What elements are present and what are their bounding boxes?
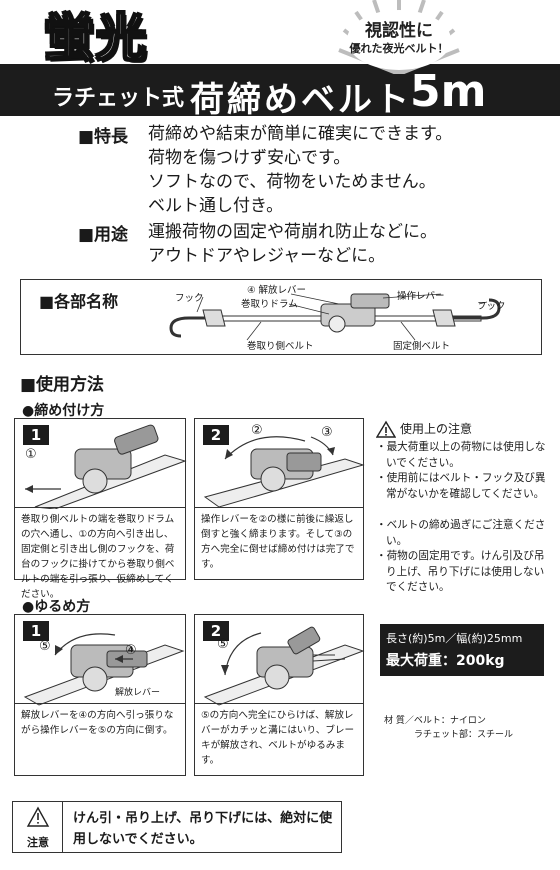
spec-max-load: 最大荷重：200kg [386, 653, 505, 669]
tighten-step-2-illustration [203, 436, 365, 508]
warning-triangle-icon [26, 806, 50, 827]
tighten-step-2: 2 ② ③ 操作レバーを②の様に前後に繰返し倒すと強く締まります。そして③の方へ… [194, 418, 365, 580]
usage-title: ■使用方法 [20, 375, 105, 395]
feature-line: 荷物を傷つけず安心です。 [148, 148, 351, 168]
title-length: 5m [410, 66, 487, 117]
header-band [0, 64, 560, 116]
label-release-lever: ④ 解放レバー [247, 285, 307, 296]
header: 蛍光 視認性に 優れた夜光ベルト！ ラチェット式 荷締めベルト 5m [0, 0, 560, 120]
warning-text: けん引・吊り上げ、吊り下げには、絶対に使用しないでください。 [73, 811, 333, 847]
step-number: 1 [23, 621, 49, 641]
direction-marker-5: ⑤ [217, 637, 229, 652]
direction-marker-3: ③ [321, 425, 333, 440]
warning-box: 注意 けん引・吊り上げ、吊り下げには、絶対に使用しないでください。 [12, 801, 342, 853]
use-line: 運搬荷物の固定や荷崩れ防止などに。 [148, 222, 437, 242]
badge-line-1: 視認性に [365, 21, 433, 41]
badge-line-2: 優れた夜光ベルト！ [349, 42, 449, 55]
step-caption: ⑤の方向へ完全にひらけば、解放レバーがカチッと溝にはいり、ブレーキが解放され、ベ… [195, 703, 363, 772]
material-ratchet: ラチェット部：スチール [414, 730, 514, 740]
caution-title: 使用上の注意 [400, 422, 473, 436]
label-hook-left: フック [175, 293, 204, 304]
material-info: 材 質／ベルト：ナイロン ラチェット部：スチール [384, 714, 513, 740]
parts-diagram: ■各部名称 フック ④ 解放レバー 巻取りドラム 操作レバー フック 巻取り側ベ… [20, 279, 542, 355]
step-number: 1 [23, 425, 49, 445]
tighten-step-1: 1 ① 巻取り側ベルトの端を巻取りドラムの穴へ通し、①の方向へ引き出し、固定側と… [14, 418, 187, 600]
direction-marker-2: ② [251, 423, 263, 438]
title-main: 蛍光 [43, 9, 148, 67]
label-fixed-belt: 固定側ベルト [393, 341, 451, 352]
loosen-step-1-illustration [23, 633, 185, 706]
label-hook-right: フック [477, 301, 506, 312]
step-caption: 操作レバーを②の様に前後に繰返し倒すと強く締まります。そして③の方へ完全に倒せば… [195, 507, 363, 576]
warning-label: 注意 [27, 836, 49, 849]
visibility-badge: 視認性に 優れた夜光ベルト！ [334, 0, 464, 76]
features-section: ■特長 荷締めや結束が簡単に確実にできます。 荷物を傷つけず安心です。 ソフトな… [0, 116, 560, 272]
feature-line: ベルト通し付き。 [148, 196, 284, 216]
caution-item: ・使用前にはベルト・フック及び異常がないかを確認してください。 [376, 472, 546, 500]
direction-marker: ① [25, 447, 37, 462]
loosen-title: ●ゆるめ方 [22, 599, 91, 615]
tighten-step-1-illustration [25, 424, 187, 509]
caution-item: ・最大荷重以上の荷物には使用しないでください。 [376, 441, 546, 469]
step-caption: 解放レバーを④の方向へ引っ張りながら操作レバーを⑤の方向に倒す。 [15, 703, 185, 742]
caution-item: ・ベルトの締め過ぎにご注意ください。 [376, 519, 546, 547]
loosen-step-2-illustration [203, 626, 365, 706]
release-lever-label: 解放レバー [115, 688, 161, 698]
feature-line: 荷締めや結束が簡単に確実にできます。 [148, 124, 453, 144]
feature-label: ■特長 [78, 127, 129, 147]
spec-box: 長さ(約)5m／幅(約)25mm 最大荷重：200kg [380, 624, 544, 676]
spec-dimensions: 長さ(約)5m／幅(約)25mm [386, 632, 523, 645]
label-winding-belt: 巻取り側ベルト [247, 341, 314, 352]
direction-marker-4: ④ [125, 643, 137, 658]
title-product: 荷締めベルト [190, 80, 412, 120]
label-drum: 巻取りドラム [241, 299, 298, 310]
use-line: アウトドアやレジャーなどに。 [148, 246, 386, 266]
caution-item: ・荷物の固定用です。けん引及び吊り上げ、吊り下げには使用しないでください。 [376, 550, 545, 593]
use-label: ■用途 [78, 225, 129, 245]
step-caption: 巻取り側ベルトの端を巻取りドラムの穴へ通し、①の方向へ引き出し、固定側と引き出し… [15, 507, 185, 606]
label-operation-lever: 操作レバー [397, 291, 445, 302]
loosen-step-2: 2 ⑤ ⑤の方向へ完全にひらけば、解放レバーがカチッと溝にはいり、ブレーキが解放… [194, 614, 365, 776]
step-number: 2 [203, 425, 229, 445]
badge-burst-icon [338, 0, 460, 76]
step-number: 2 [203, 621, 229, 641]
feature-line: ソフトなので、荷物をいためません。 [148, 172, 436, 192]
warning-triangle-icon [376, 420, 396, 438]
loosen-step-1: 1 ⑤ ④ 解放レバー 解放レバーを④の方向へ引っ張りながら操作レバーを⑤の方向… [14, 614, 186, 776]
tighten-title: ●締め付け方 [22, 403, 105, 419]
parts-title: ■各部名称 [39, 292, 119, 311]
ratchet-belt-illustration [169, 293, 501, 341]
direction-marker-5: ⑤ [39, 639, 51, 654]
material-belt: 材 質／ベルト：ナイロン [384, 716, 486, 726]
title-sub: ラチェット式 [52, 86, 185, 111]
